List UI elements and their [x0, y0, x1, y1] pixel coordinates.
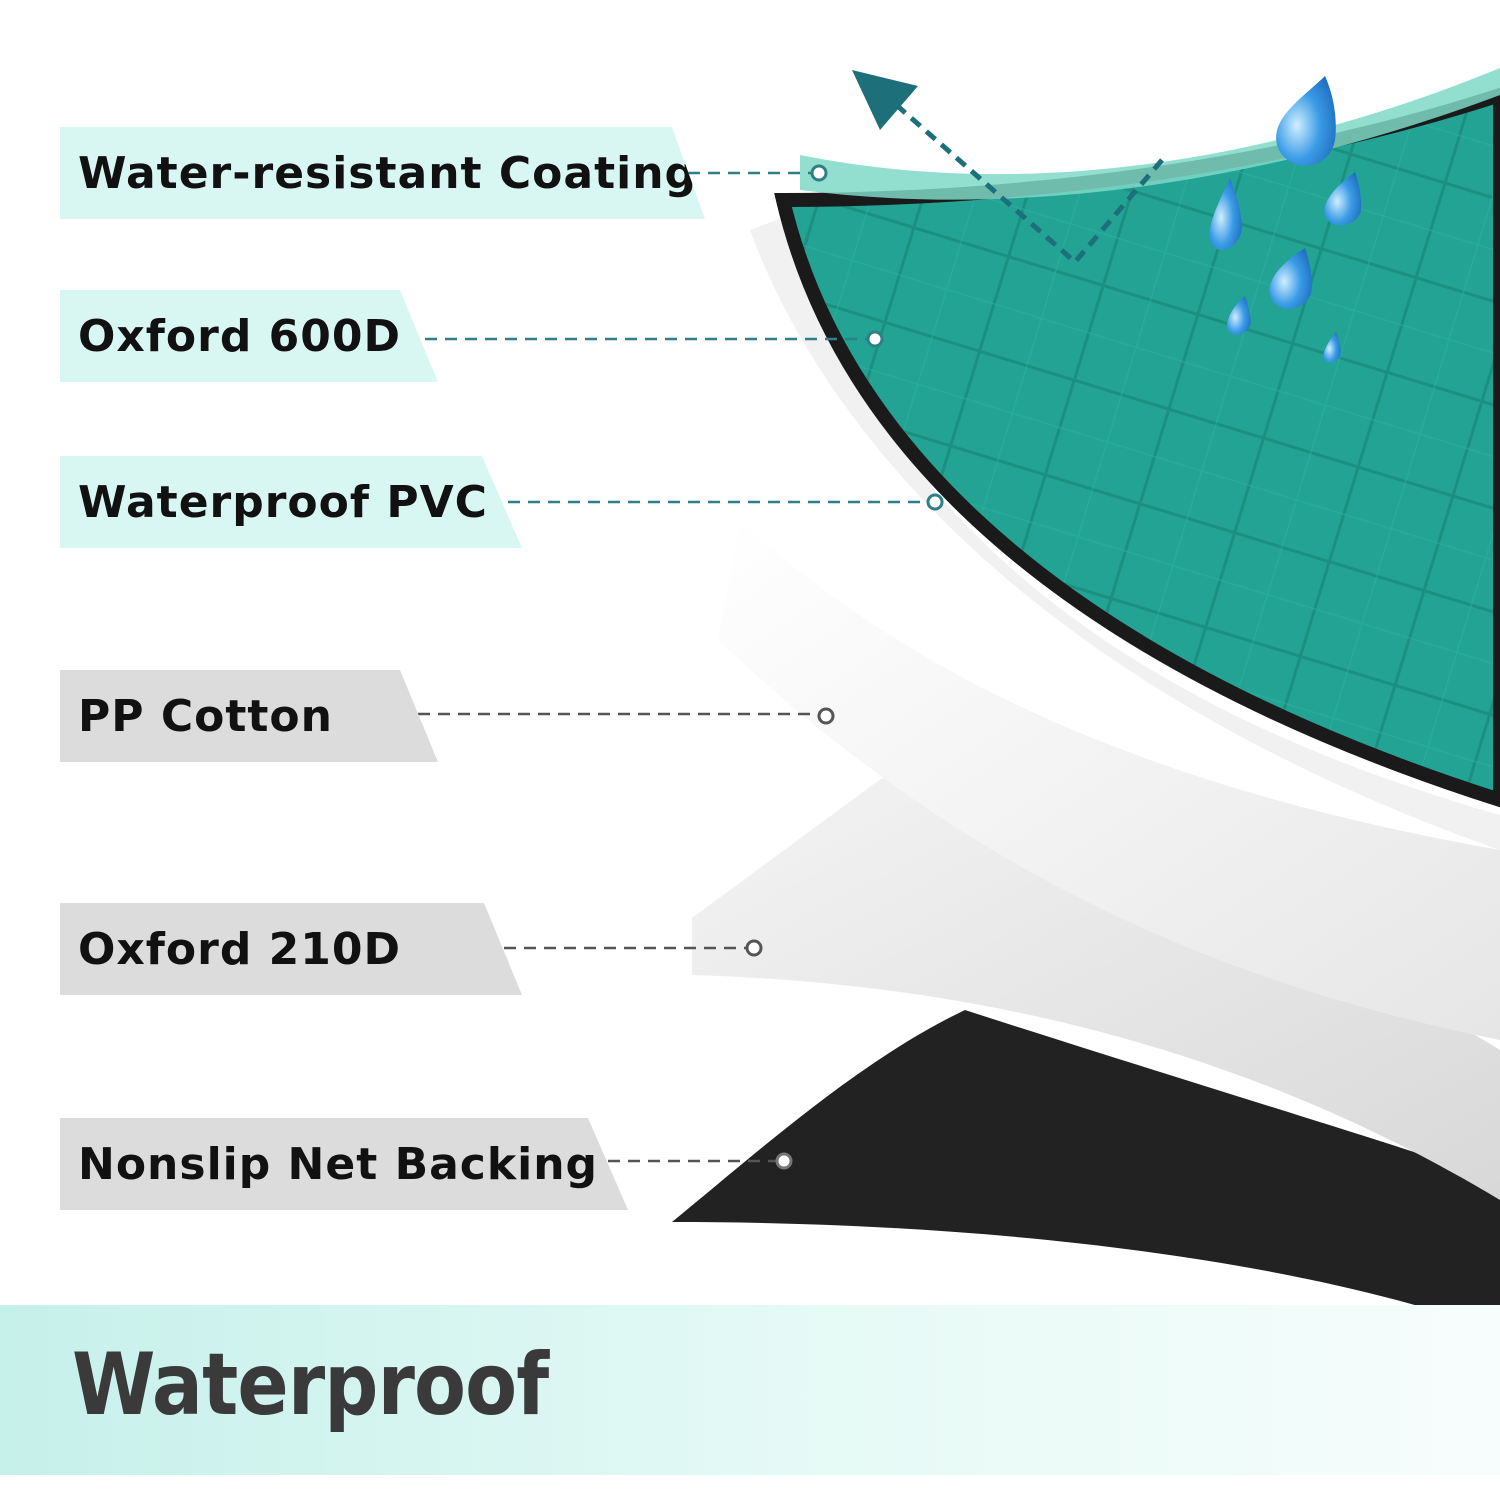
water-drop-icon: [1209, 76, 1362, 363]
arrow-head-icon: [852, 70, 918, 130]
arrow-up-left-icon: [883, 93, 1164, 266]
banner-title: Waterproof: [72, 1335, 549, 1435]
label-text: Nonslip Net Backing: [78, 1138, 599, 1190]
coating-layer: [800, 68, 1500, 200]
label-waterproof-pvc: Waterproof PVC: [60, 456, 522, 548]
leader-dot: [745, 939, 763, 957]
label-text: Oxford 210D: [78, 923, 402, 975]
label-water-resistant-coating: Water-resistant Coating: [60, 127, 705, 219]
label-oxford-210d: Oxford 210D: [60, 903, 522, 995]
label-text: Waterproof PVC: [78, 476, 488, 528]
label-text: Oxford 600D: [78, 310, 402, 362]
leader-dot: [775, 1152, 793, 1170]
label-oxford-600d: Oxford 600D: [60, 290, 438, 382]
label-nonslip-net-backing: Nonslip Net Backing: [60, 1118, 628, 1210]
backing-layer: [672, 1010, 1500, 1332]
label-text: Water-resistant Coating: [78, 147, 698, 199]
leader-dot: [866, 330, 884, 348]
pp-cotton-layer: [718, 520, 1500, 1040]
leader-dot: [810, 164, 828, 182]
label-pp-cotton: PP Cotton: [60, 670, 438, 762]
leader-dot: [926, 493, 944, 511]
label-text: PP Cotton: [78, 690, 333, 742]
leader-dot: [817, 707, 835, 725]
oxford-210d-layer: [692, 778, 1500, 1200]
banner: [0, 1305, 1500, 1475]
